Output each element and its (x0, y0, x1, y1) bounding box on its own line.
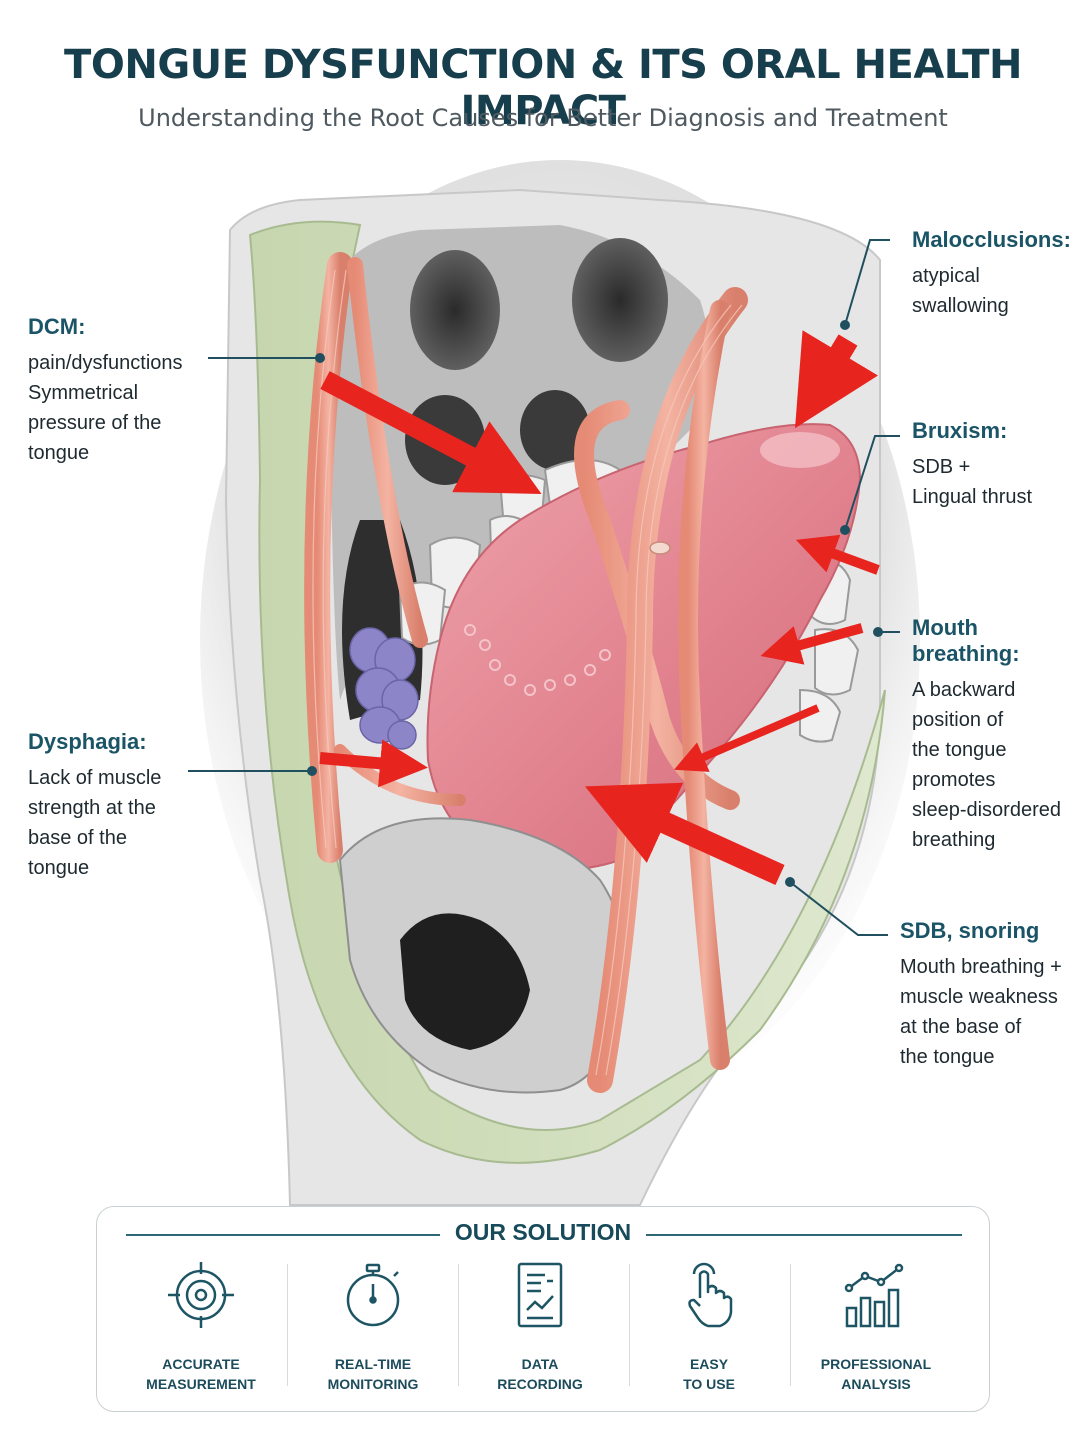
feature-label: PROFESSIONAL ANALYSIS (820, 1356, 932, 1392)
feature-accurate-measurement: ACCURATE MEASUREMENT (116, 1260, 286, 1394)
callout-dcm-heading: DCM: (28, 314, 86, 339)
callout-malocclusions-line: swallowing (912, 295, 1009, 317)
callout-bruxism-line: Lingual thrust (912, 486, 1033, 508)
divider (629, 1264, 630, 1386)
callout-mouth-breathing-line: promotes (912, 769, 996, 791)
callout-dysphagia-line: strength at the (28, 797, 156, 819)
callout-mouth-breathing-line: the tongue (912, 739, 1007, 761)
callout-sdb-line: muscle weakness (900, 986, 1058, 1008)
leader-lines (188, 239, 900, 936)
callout-dysphagia-heading: Dysphagia: (28, 729, 147, 754)
hand-tap-icon (688, 1262, 733, 1328)
callout-dysphagia-line: Lack of muscle (28, 767, 162, 789)
callout-bruxism-heading: Bruxism: (912, 418, 1008, 443)
feature-data-recording: DATA RECORDING (455, 1260, 625, 1394)
callout-sdb-line: at the base of (900, 1016, 1022, 1038)
feature-easy-to-use: EASY TO USE (624, 1260, 794, 1394)
callout-dcm-line: pain/dysfunctions (28, 352, 183, 374)
callout-dcm-line: Symmetrical (28, 382, 139, 404)
callout-dysphagia-line: tongue (28, 857, 90, 879)
page-title: TONGUE DYSFUNCTION & ITS ORAL HEALTH IMP… (64, 42, 1022, 134)
callout-malocclusions: Malocclusions: atypical swallowing (912, 227, 1082, 321)
callout-dcm: DCM: pain/dysfunctions Symmetrical press… (28, 314, 208, 468)
bar-chart-icon (844, 1263, 904, 1328)
callout-dcm-line: tongue (28, 442, 90, 464)
callout-dysphagia-line: base of the (28, 827, 127, 849)
feature-label: DATA RECORDING (497, 1356, 583, 1392)
callout-mouth-breathing-line: sleep-disordered (912, 799, 1061, 821)
anatomy-illustration (188, 160, 920, 1206)
divider (458, 1264, 459, 1386)
pressure-arrows (319, 330, 880, 886)
callout-sdb-snoring: SDB, snoring Mouth breathing + muscle we… (900, 918, 1080, 1072)
page-subtitle: Understanding the Root Causes for Better… (138, 104, 948, 132)
solution-rule-right (646, 1234, 962, 1236)
callout-sdb-line: Mouth breathing + (900, 956, 1062, 978)
feature-professional-analysis: PROFESSIONAL ANALYSIS (791, 1260, 961, 1394)
callout-dysphagia: Dysphagia: Lack of muscle strength at th… (28, 729, 198, 883)
feature-label: EASY TO USE (683, 1356, 735, 1392)
callout-bruxism: Bruxism: SDB + Lingual thrust (912, 418, 1082, 512)
feature-real-time-monitoring: REAL-TIME MONITORING (288, 1260, 458, 1394)
solution-rule-left (126, 1234, 440, 1236)
solution-panel (96, 1206, 990, 1412)
callout-mouth-breathing-line: A backward (912, 679, 1016, 701)
feature-label: ACCURATE MEASUREMENT (146, 1356, 256, 1392)
callout-bruxism-line: SDB + (912, 456, 971, 478)
callout-sdb-line: the tongue (900, 1046, 995, 1068)
feature-label: REAL-TIME MONITORING (327, 1356, 419, 1392)
stopwatch-icon (346, 1263, 400, 1327)
callout-malocclusions-line: atypical (912, 265, 980, 287)
callout-mouth-breathing-heading: Mouth breathing: (912, 615, 1020, 666)
target-icon (168, 1262, 234, 1328)
callout-sdb-heading: SDB, snoring (900, 918, 1040, 943)
salivary-gland (349, 627, 419, 750)
divider (790, 1264, 791, 1386)
divider (287, 1264, 288, 1386)
callout-dcm-line: pressure of the (28, 412, 162, 434)
callout-mouth-breathing-line: breathing (912, 829, 996, 851)
solution-title: OUR SOLUTION (454, 1219, 632, 1245)
callout-malocclusions-heading: Malocclusions: (912, 227, 1071, 252)
callout-mouth-breathing: Mouth breathing: A backward position of … (912, 615, 1082, 855)
document-chart-icon (517, 1262, 563, 1328)
callout-mouth-breathing-line: position of (912, 709, 1004, 731)
